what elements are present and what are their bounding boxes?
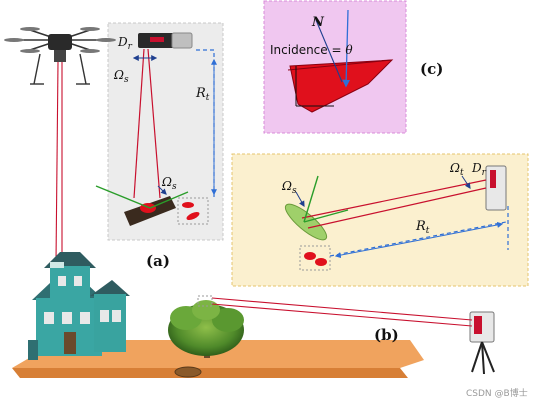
panel-b-omega-t: Ωt [449,161,464,178]
panel-b-omega-s: Ωs [281,179,297,196]
scanner-b-icon [485,165,507,211]
watermark-text: CSDN @B博士 [466,387,528,399]
panel-c: N Incidence = θ (c) [263,0,443,134]
range-guide-b [329,221,507,257]
drone-icon [4,27,116,85]
panel-a: Dr Ωs Rt Ωs (a) [95,22,224,270]
panel-c-incidence-label: Incidence = θ [270,43,353,57]
panel-c-label: (c) [420,60,443,78]
panel-c-normal-label: N [311,15,325,30]
laser-beam-drone [55,61,63,263]
panel-a-omega-top: Ωs [113,68,129,85]
panel-b-label: (b) [374,326,399,344]
laser-beam-a [133,48,161,199]
incident-arrow-c [315,19,343,83]
manhole-icon [174,366,202,378]
panel-b-background [231,153,529,287]
laser-beam-tls [211,297,473,327]
scanner-head-icon [138,32,193,49]
tree-icon [168,300,244,358]
house-icon [28,252,130,360]
range-guide-a [196,49,215,198]
panel-b-rt-label: Rt [415,219,430,236]
panel-b-dr-label: Dr [471,161,487,178]
normal-a-green-1 [95,185,151,209]
normal-a-green-2 [149,191,189,209]
normal-arrow-c [342,9,351,88]
footprint-inset-b [299,245,331,271]
panel-a-label: (a) [146,252,170,270]
panel-b: Ωs Ωt Dr Rt (b) [231,153,529,344]
panel-a-rt-label: Rt [195,86,210,103]
surface-ellipse-c [289,59,394,113]
tls-scanner-icon [469,311,495,375]
panel-a-omega-bottom: Ωs [161,175,177,192]
footprint-inset-a [177,197,209,225]
panel-a-dr-label: Dr [117,35,133,52]
